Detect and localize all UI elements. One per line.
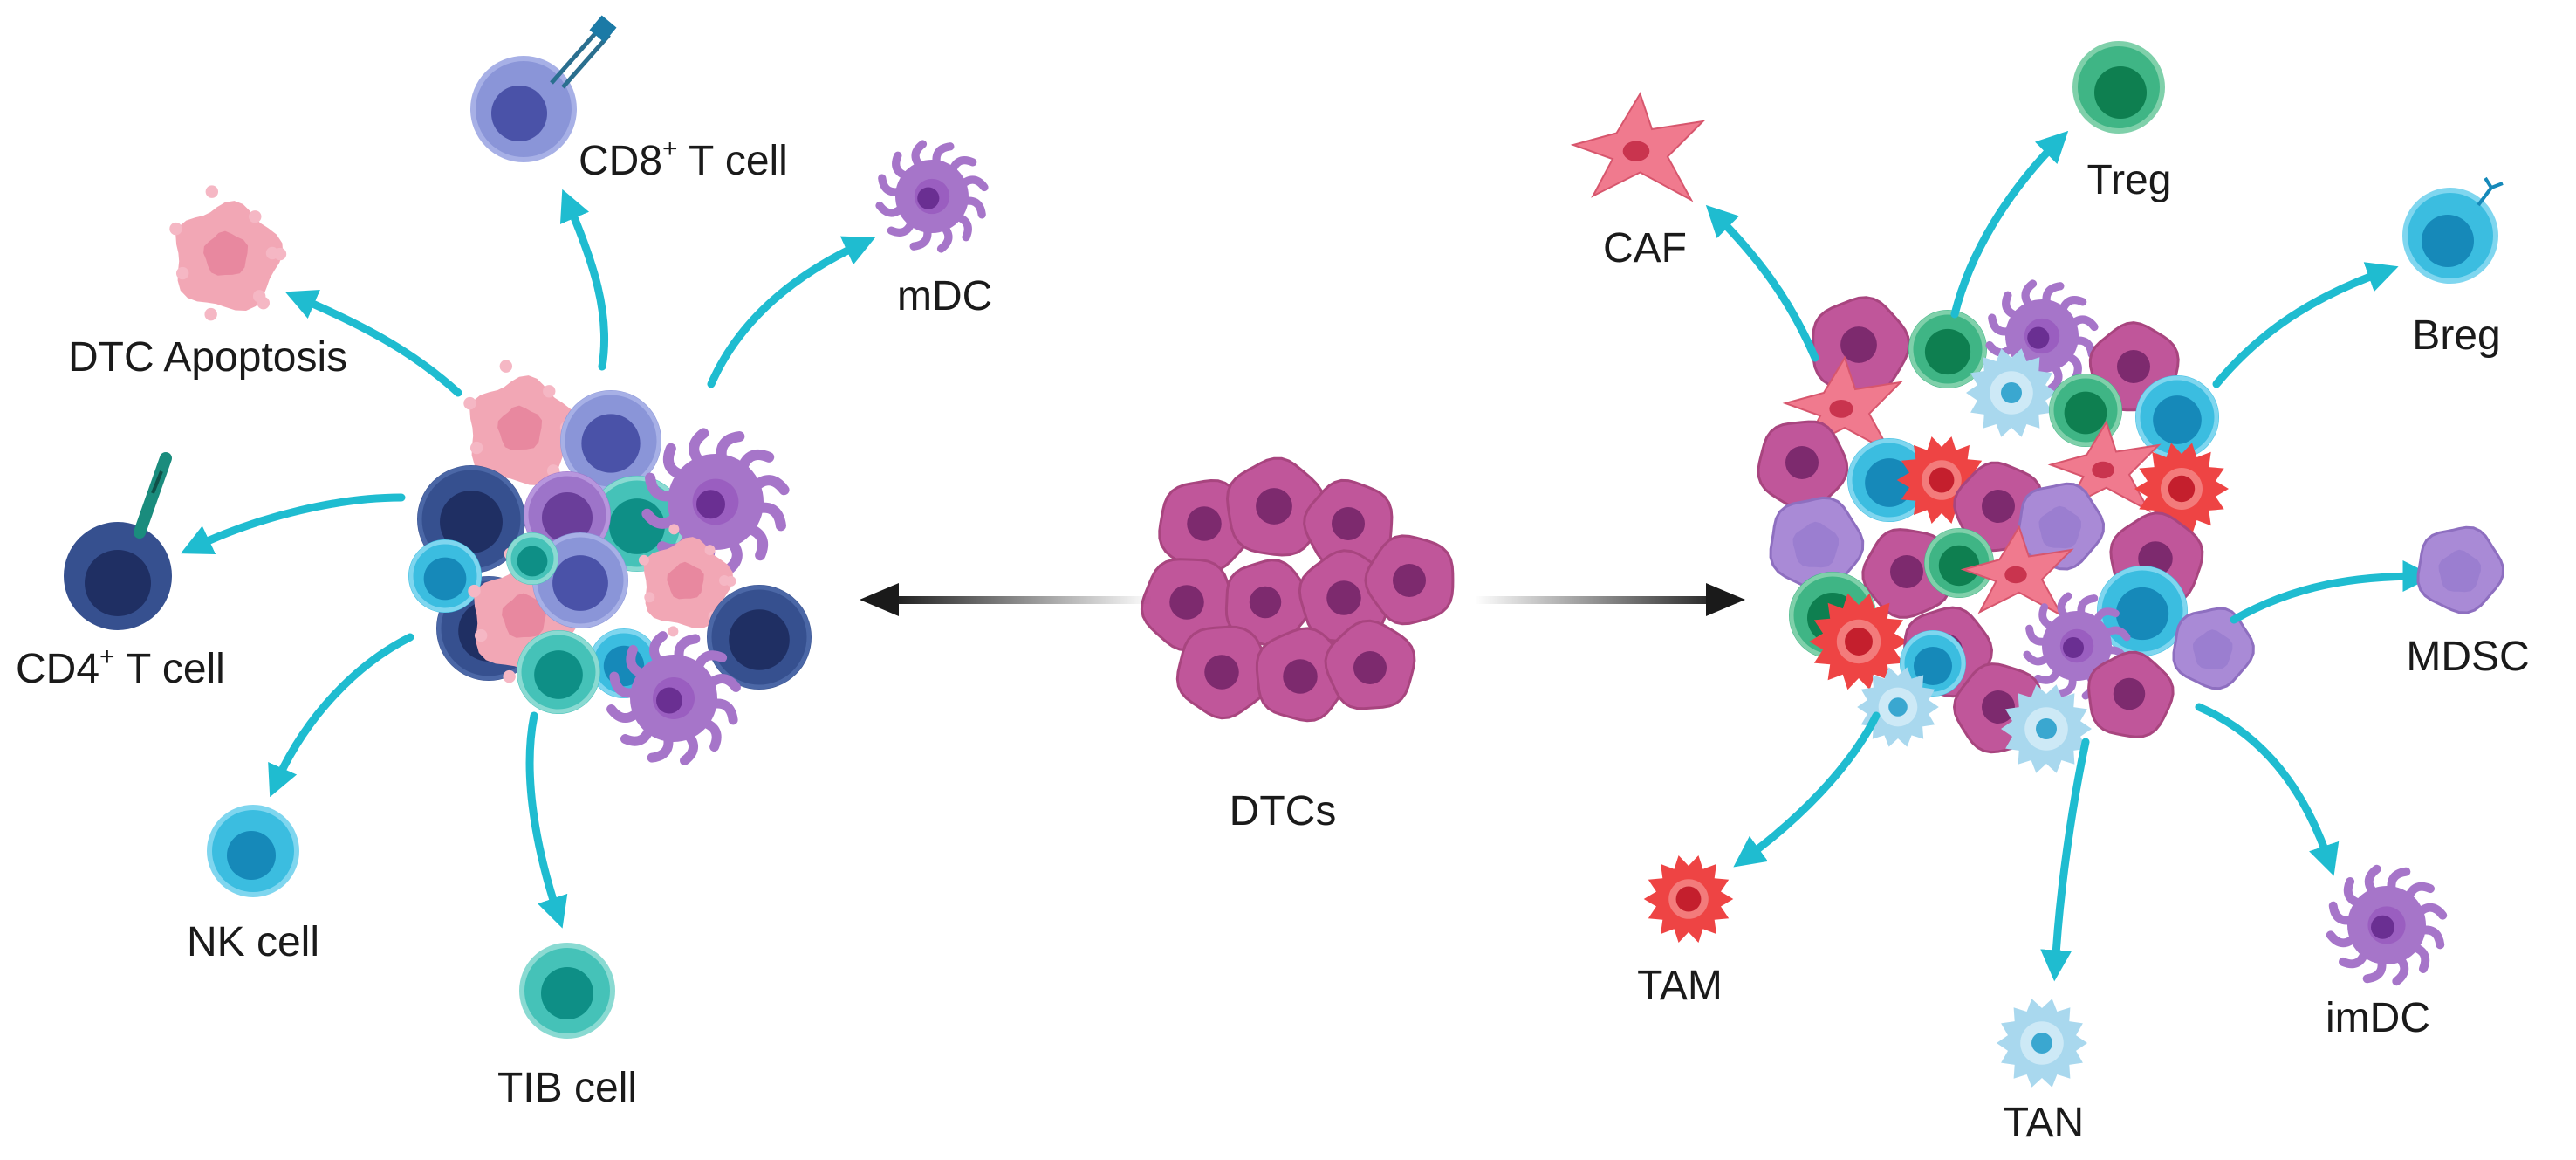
apoptosis-cell <box>169 185 287 321</box>
arrow-to-caf <box>1705 204 1819 362</box>
dtcs-label: DTCs <box>1230 788 1337 834</box>
imdc-label: imDC <box>2326 995 2430 1041</box>
nk-label: NK cell <box>187 919 319 965</box>
cd8-label: CD8+ T cell <box>579 134 788 184</box>
cd4-t-cell <box>64 452 172 630</box>
caf-cell <box>1570 92 1706 202</box>
tam-cell <box>1643 855 1734 943</box>
mdsc-cell <box>2416 525 2505 614</box>
treg-cell <box>2072 41 2165 134</box>
cd4-label: CD4+ T cell <box>16 642 225 692</box>
arrow-to-imdc <box>2195 703 2340 876</box>
caf-label: CAF <box>1603 225 1687 271</box>
right-arrows <box>1705 130 2435 982</box>
arrow-to-tib <box>525 711 568 929</box>
nk-cell <box>207 805 299 897</box>
arrow-to-left <box>860 583 1152 616</box>
immunosuppressive-cluster <box>1757 279 2255 773</box>
arrow-to-treg <box>1950 130 2069 319</box>
arrow-to-cd8 <box>559 189 609 371</box>
imdc-cell <box>2326 864 2448 986</box>
tib-cell <box>519 943 615 1039</box>
mdc-cell <box>875 140 989 253</box>
arrow-to-breg <box>2212 262 2399 388</box>
arrow-to-tam <box>1733 711 1881 868</box>
arrow-to-right <box>1475 583 1745 616</box>
left-arrows <box>180 189 876 929</box>
breg-label: Breg <box>2412 312 2500 359</box>
tib-label: TIB cell <box>497 1065 637 1111</box>
tan-label: TAN <box>2004 1100 2084 1146</box>
arrow-to-apoptosis <box>284 289 462 397</box>
arrow-to-cd4 <box>180 493 406 554</box>
mdsc-label: MDSC <box>2406 634 2529 680</box>
apoptosis-label: DTC Apoptosis <box>68 334 347 381</box>
arrow-to-mdc <box>707 236 876 388</box>
tan-cell <box>1997 999 2087 1088</box>
breg-cell <box>2402 176 2504 284</box>
mdc-label: mDC <box>897 273 992 319</box>
dtc-cluster <box>1140 456 1455 723</box>
arrow-to-mdsc <box>2230 560 2435 624</box>
arrow-to-tan <box>2040 738 2090 982</box>
tam-label: TAM <box>1637 963 1723 1009</box>
treg-label: Treg <box>2087 157 2172 203</box>
immune-active-cluster <box>408 360 812 765</box>
cd8-t-cell <box>470 15 617 162</box>
arrow-to-nk <box>268 633 414 798</box>
